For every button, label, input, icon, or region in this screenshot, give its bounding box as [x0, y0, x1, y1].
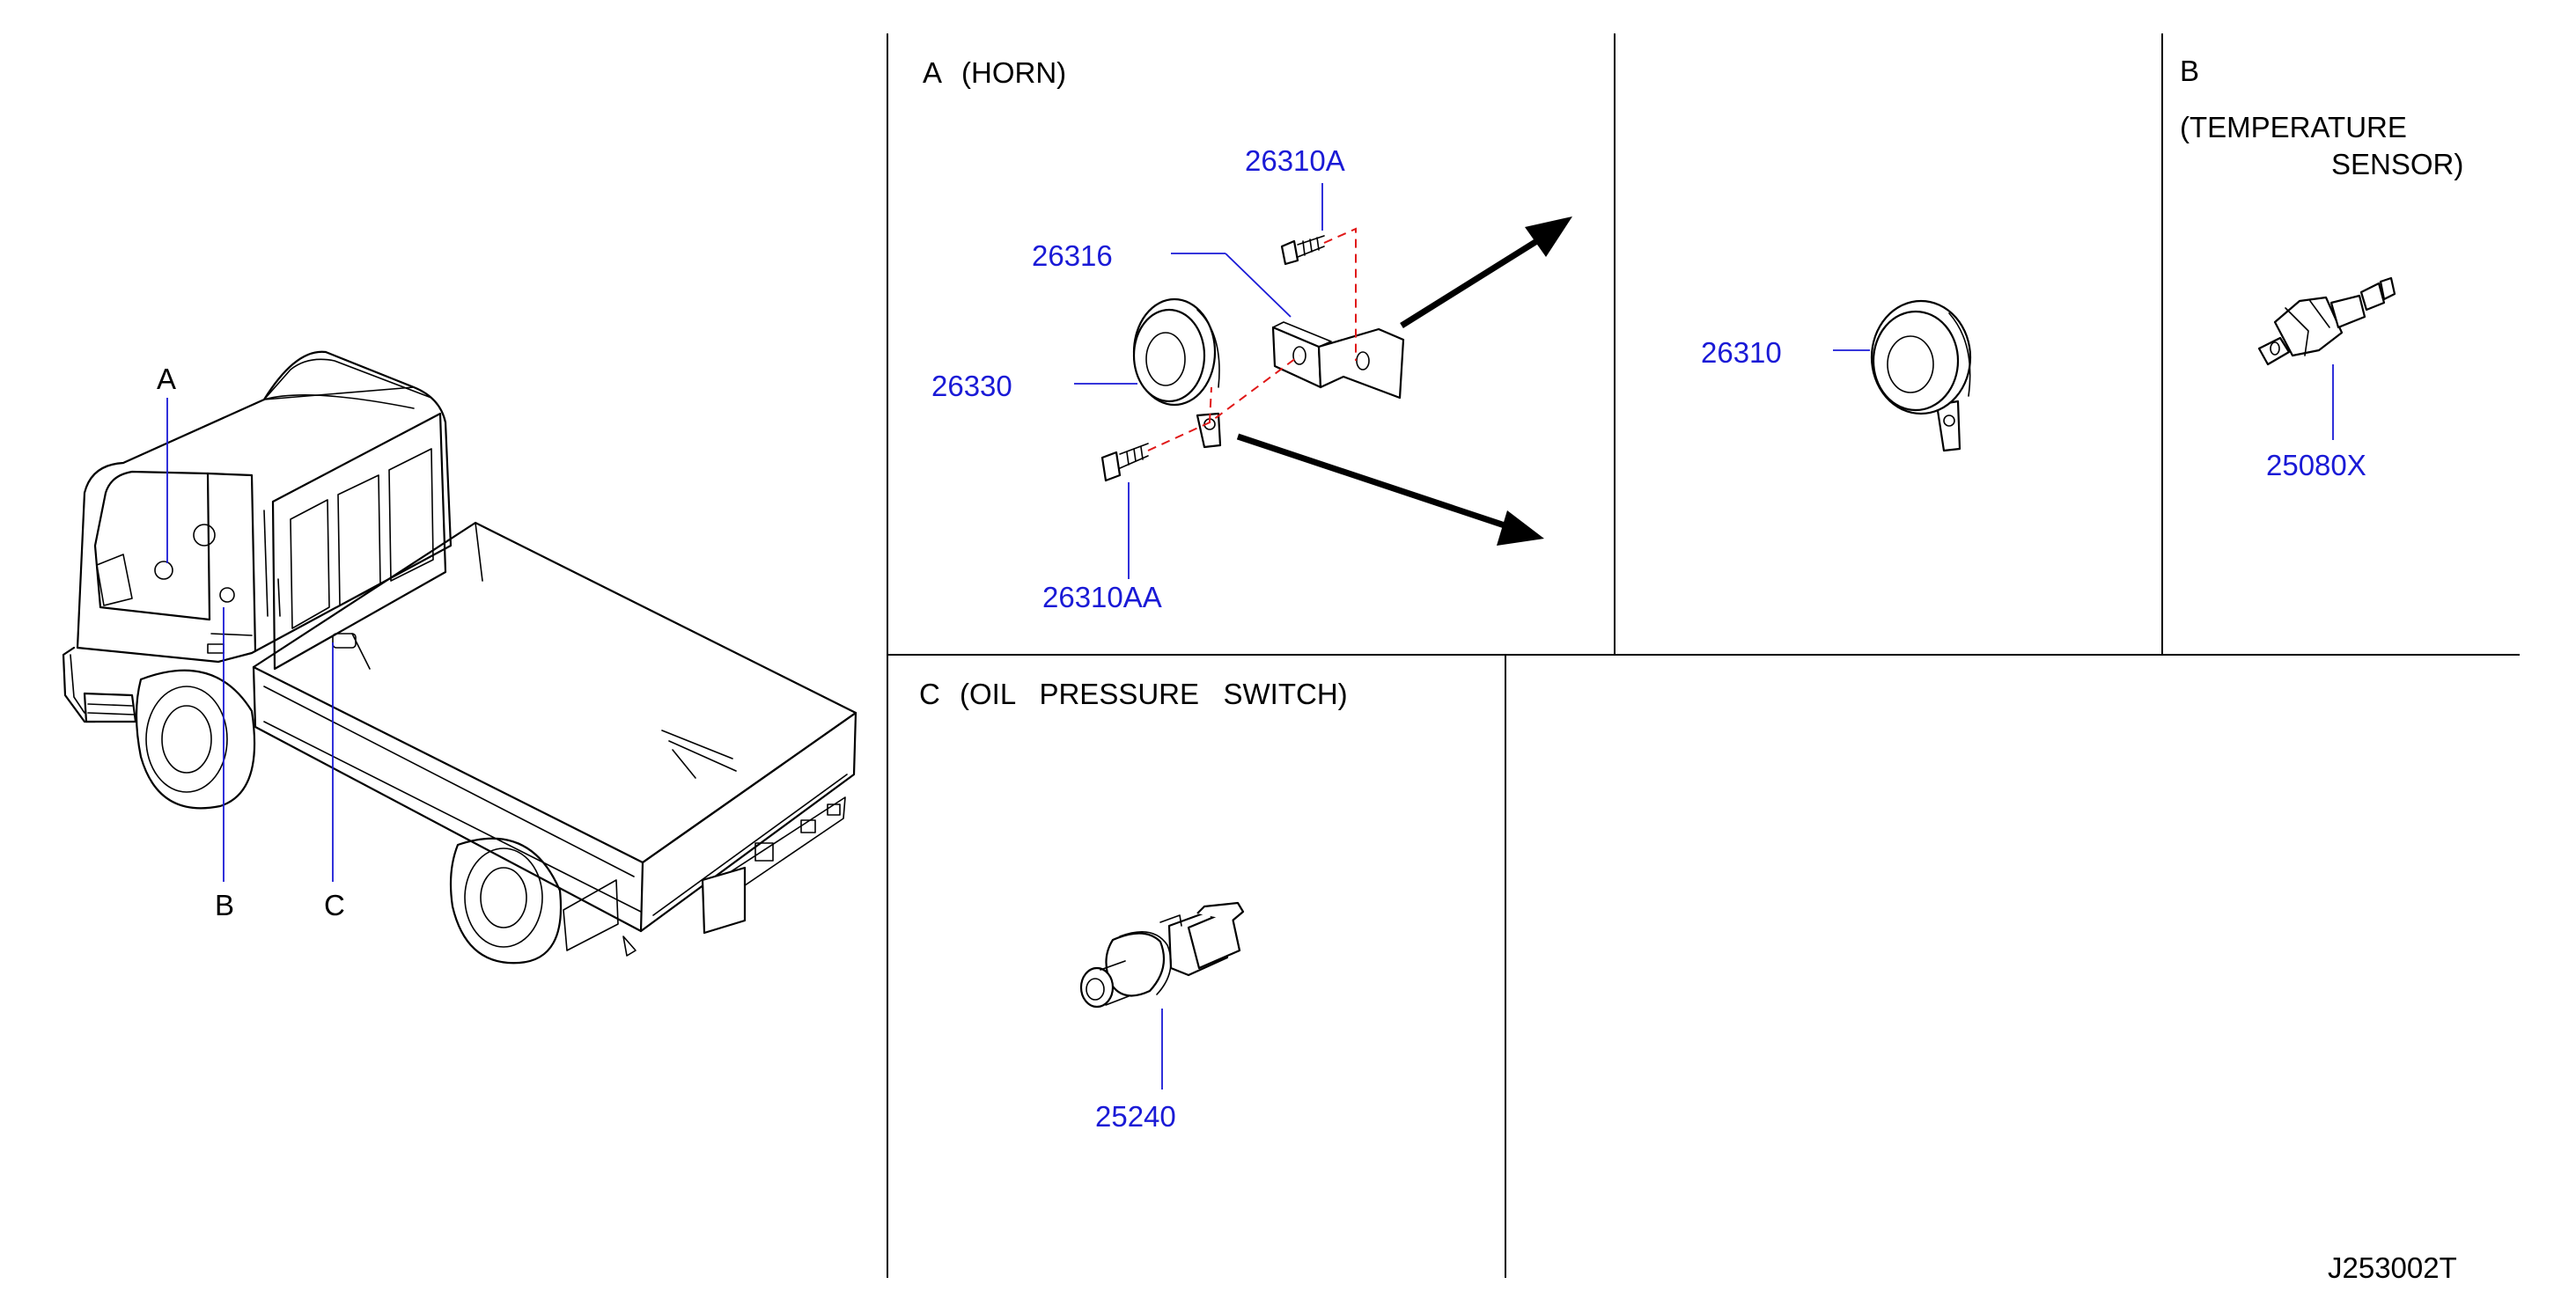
callout-a-label: A [157, 363, 176, 395]
section-b-title-line1: (TEMPERATURE [2180, 111, 2407, 143]
part-number-25080x: 25080X [2266, 449, 2366, 481]
section-b-title-line2: SENSOR) [2331, 148, 2463, 180]
horn-alt-illustration [1870, 299, 1972, 452]
part-number-26310aa: 26310AA [1042, 581, 1162, 613]
direction-arrows [1236, 216, 1572, 546]
bolt-lower-illustration [1100, 443, 1149, 482]
assembly-guide-lines [1147, 227, 1357, 451]
section-a-letter: A [923, 56, 942, 89]
part-number-25240: 25240 [1095, 1100, 1176, 1133]
part-number-26316: 26316 [1032, 239, 1113, 272]
section-a-title: (HORN) [961, 56, 1066, 89]
oil-pressure-switch-illustration [1079, 901, 1245, 1009]
truck-illustration [62, 350, 857, 965]
section-c-letter: C [919, 678, 940, 710]
part-number-26310: 26310 [1701, 336, 1782, 369]
part-number-26330: 26330 [931, 370, 1012, 402]
diagram-code: J253002T [2328, 1251, 2457, 1284]
bolt-upper-illustration [1280, 235, 1325, 266]
section-c-title: (OIL PRESSURE SWITCH) [960, 678, 1348, 710]
temperature-sensor-illustration [2257, 276, 2396, 366]
section-a-leaders [1074, 183, 1323, 579]
panel-dividers [887, 33, 2520, 1278]
truck-callout-lines [166, 398, 334, 882]
part-number-26310a: 26310A [1245, 144, 1345, 177]
horn-assembly-illustration [1132, 297, 1222, 449]
callout-c-label: C [324, 889, 345, 921]
bracket-illustration [1271, 321, 1405, 400]
callout-b-label: B [215, 889, 234, 921]
section-b-letter: B [2180, 55, 2199, 87]
